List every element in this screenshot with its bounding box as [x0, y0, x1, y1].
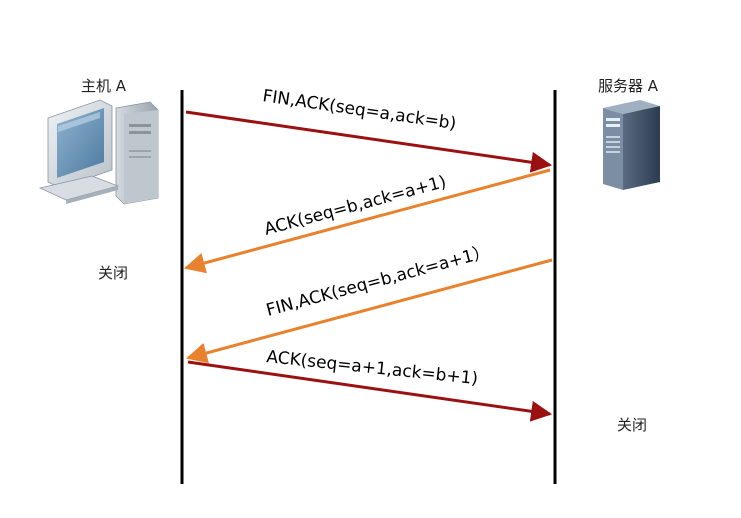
server-tower-icon	[603, 100, 660, 190]
server-label: 服务器 A	[598, 77, 659, 95]
message-4-arrow	[187, 360, 553, 422]
message-3-label: FIN,ACK(seq=b,ack=a+1）	[264, 242, 492, 321]
server-status-label: 关闭	[617, 416, 647, 434]
message-1-arrow	[185, 110, 553, 173]
message-2-arrow	[183, 168, 551, 274]
host-status-label: 关闭	[98, 264, 128, 282]
message-4-label: ACK(seq=a+1,ack=b+1)	[265, 347, 478, 389]
host-label: 主机 A	[81, 77, 127, 95]
desktop-computer-icon	[38, 99, 159, 205]
message-3-arrow	[185, 258, 553, 364]
